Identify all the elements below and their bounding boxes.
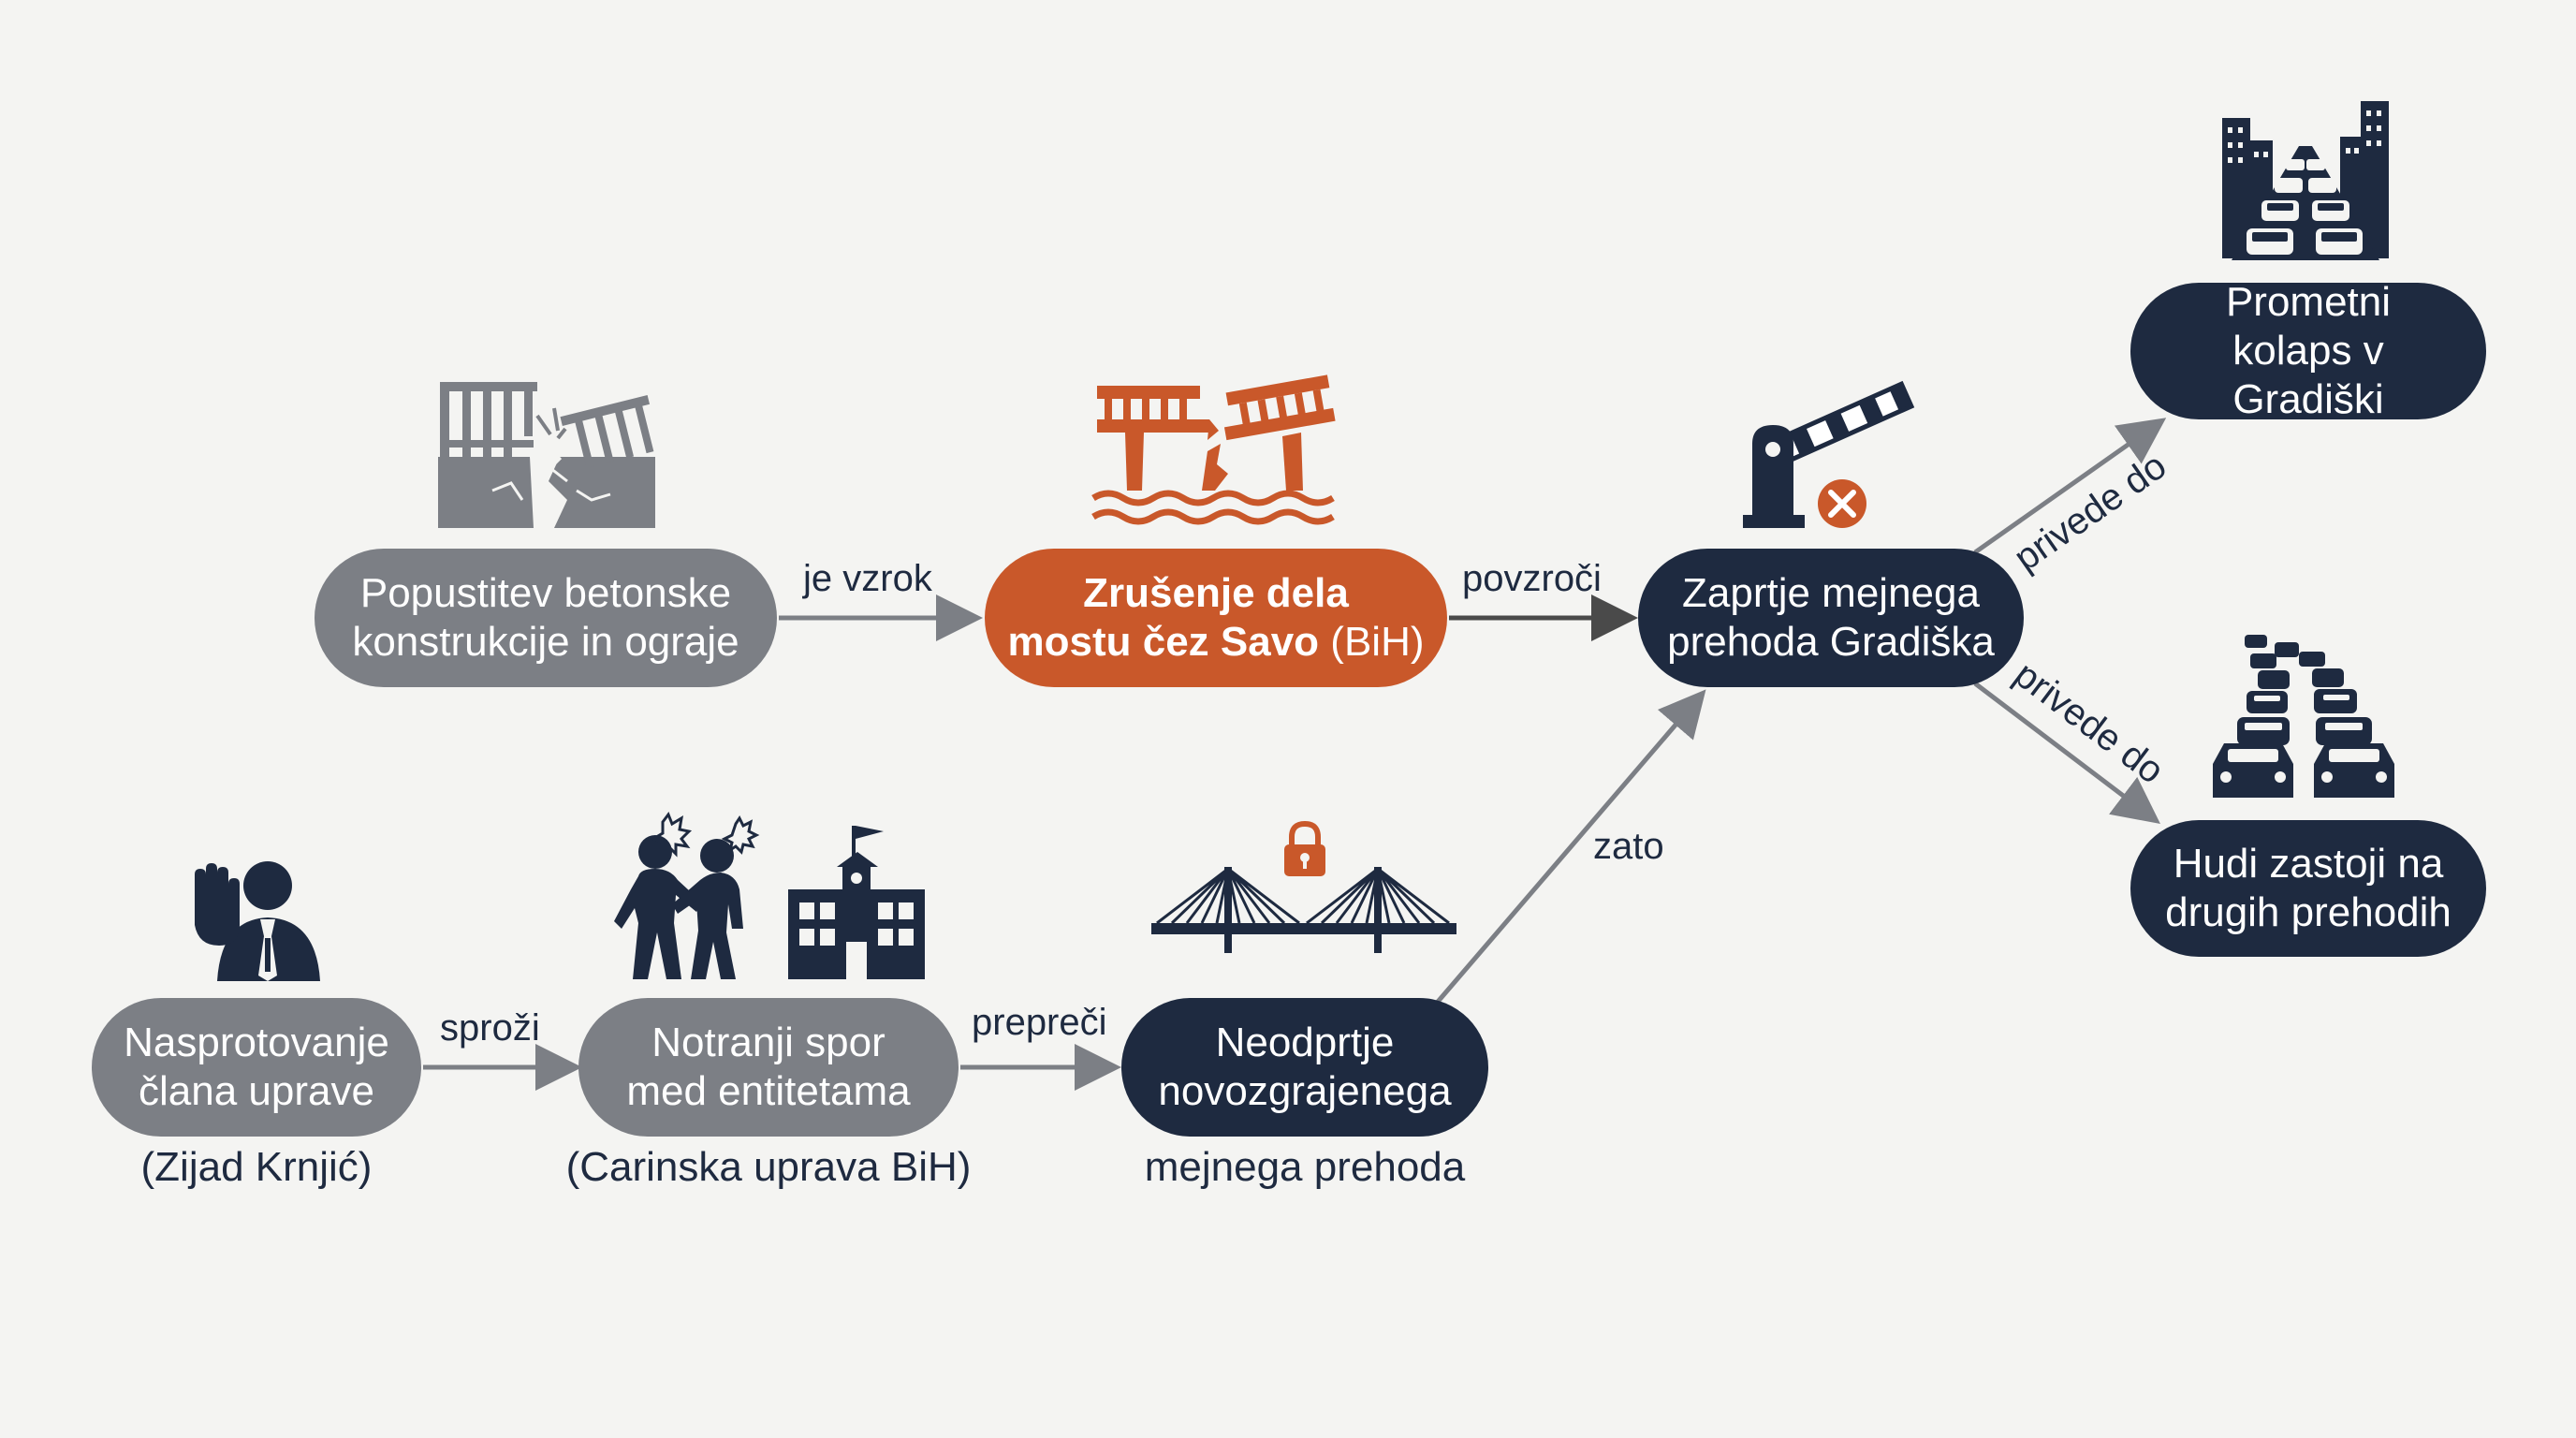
edge-label-sprozi: sproži — [440, 1007, 540, 1049]
city-traffic-jam-icon — [2222, 101, 2389, 260]
edge-label-prepreci: prepreči — [972, 1002, 1107, 1043]
node-neodprtje: Neodprtje novozgrajenega — [1121, 998, 1488, 1137]
edge-label-je-vzrok: je vzrok — [803, 558, 932, 599]
collapsed-bridge-icon — [1091, 374, 1336, 525]
node-nasprotovanje-sub: (Zijad Krnjić) — [140, 1144, 373, 1190]
node-notranji: Notranji spor med entitetama — [578, 998, 959, 1137]
edge-label-zato: zato — [1593, 826, 1664, 867]
stop-hand-person-icon — [195, 861, 320, 981]
node-neodprtje-sub: mejnega prehoda — [1144, 1144, 1466, 1190]
car-queue-icon — [2213, 635, 2394, 798]
closed-barrier-icon — [1743, 380, 1915, 528]
edge-privede-do-1 — [1973, 418, 2167, 555]
node-zrusenje-suffix: (BiH) — [1319, 619, 1425, 665]
node-popustitev: Popustitev betonske konstrukcije in ogra… — [315, 549, 777, 687]
edge-zato — [1436, 689, 1706, 1004]
cracked-bridge-railing-icon — [438, 382, 655, 528]
node-prometni: Prometni kolaps v Gradiški — [2130, 279, 2486, 422]
locked-bridge-icon — [1151, 820, 1456, 953]
node-zaprtje: Zaprtje mejnega prehoda Gradiška — [1638, 549, 2024, 687]
node-zrusenje: Zrušenje dela mostu čez Savo (BiH) — [985, 549, 1447, 687]
node-zrusenje-label: Zrušenje dela mostu čez Savo — [1007, 570, 1349, 665]
edge-privede-do-2 — [1973, 682, 2160, 825]
edge-label-povzroci: povzroči — [1462, 558, 1602, 599]
node-nasprotovanje: Nasprotovanje člana uprave — [92, 998, 421, 1137]
node-notranji-sub: (Carinska uprava BiH) — [565, 1144, 972, 1190]
node-hudi: Hudi zastoji na drugih prehodih — [2130, 820, 2486, 957]
dispute-building-icon — [614, 811, 925, 979]
